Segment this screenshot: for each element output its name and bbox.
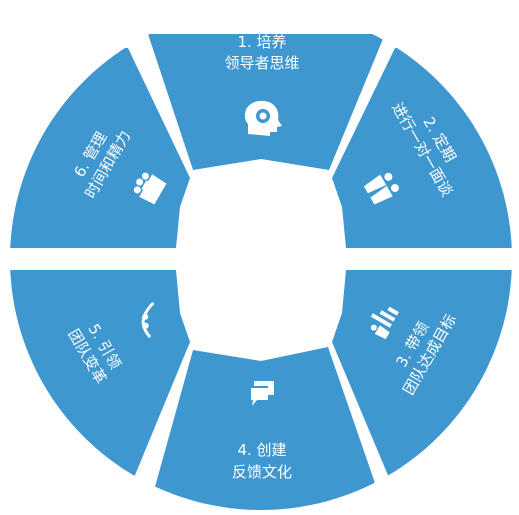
two-people-icon [363, 172, 399, 205]
segment-1-line2: 领导者思维 [224, 54, 299, 72]
chat-bubbles-icon [249, 381, 274, 406]
segment-4 [148, 347, 385, 510]
group-icon [133, 172, 167, 205]
segment-4-line2: 反馈文化 [232, 463, 292, 481]
head-gear-icon [244, 100, 282, 136]
segment-1-line1: 1. 培养 [237, 33, 286, 51]
curve-chart-icon [141, 301, 155, 339]
team-chart-icon [370, 306, 399, 340]
segment-4-line1: 4. 创建 [237, 441, 286, 459]
